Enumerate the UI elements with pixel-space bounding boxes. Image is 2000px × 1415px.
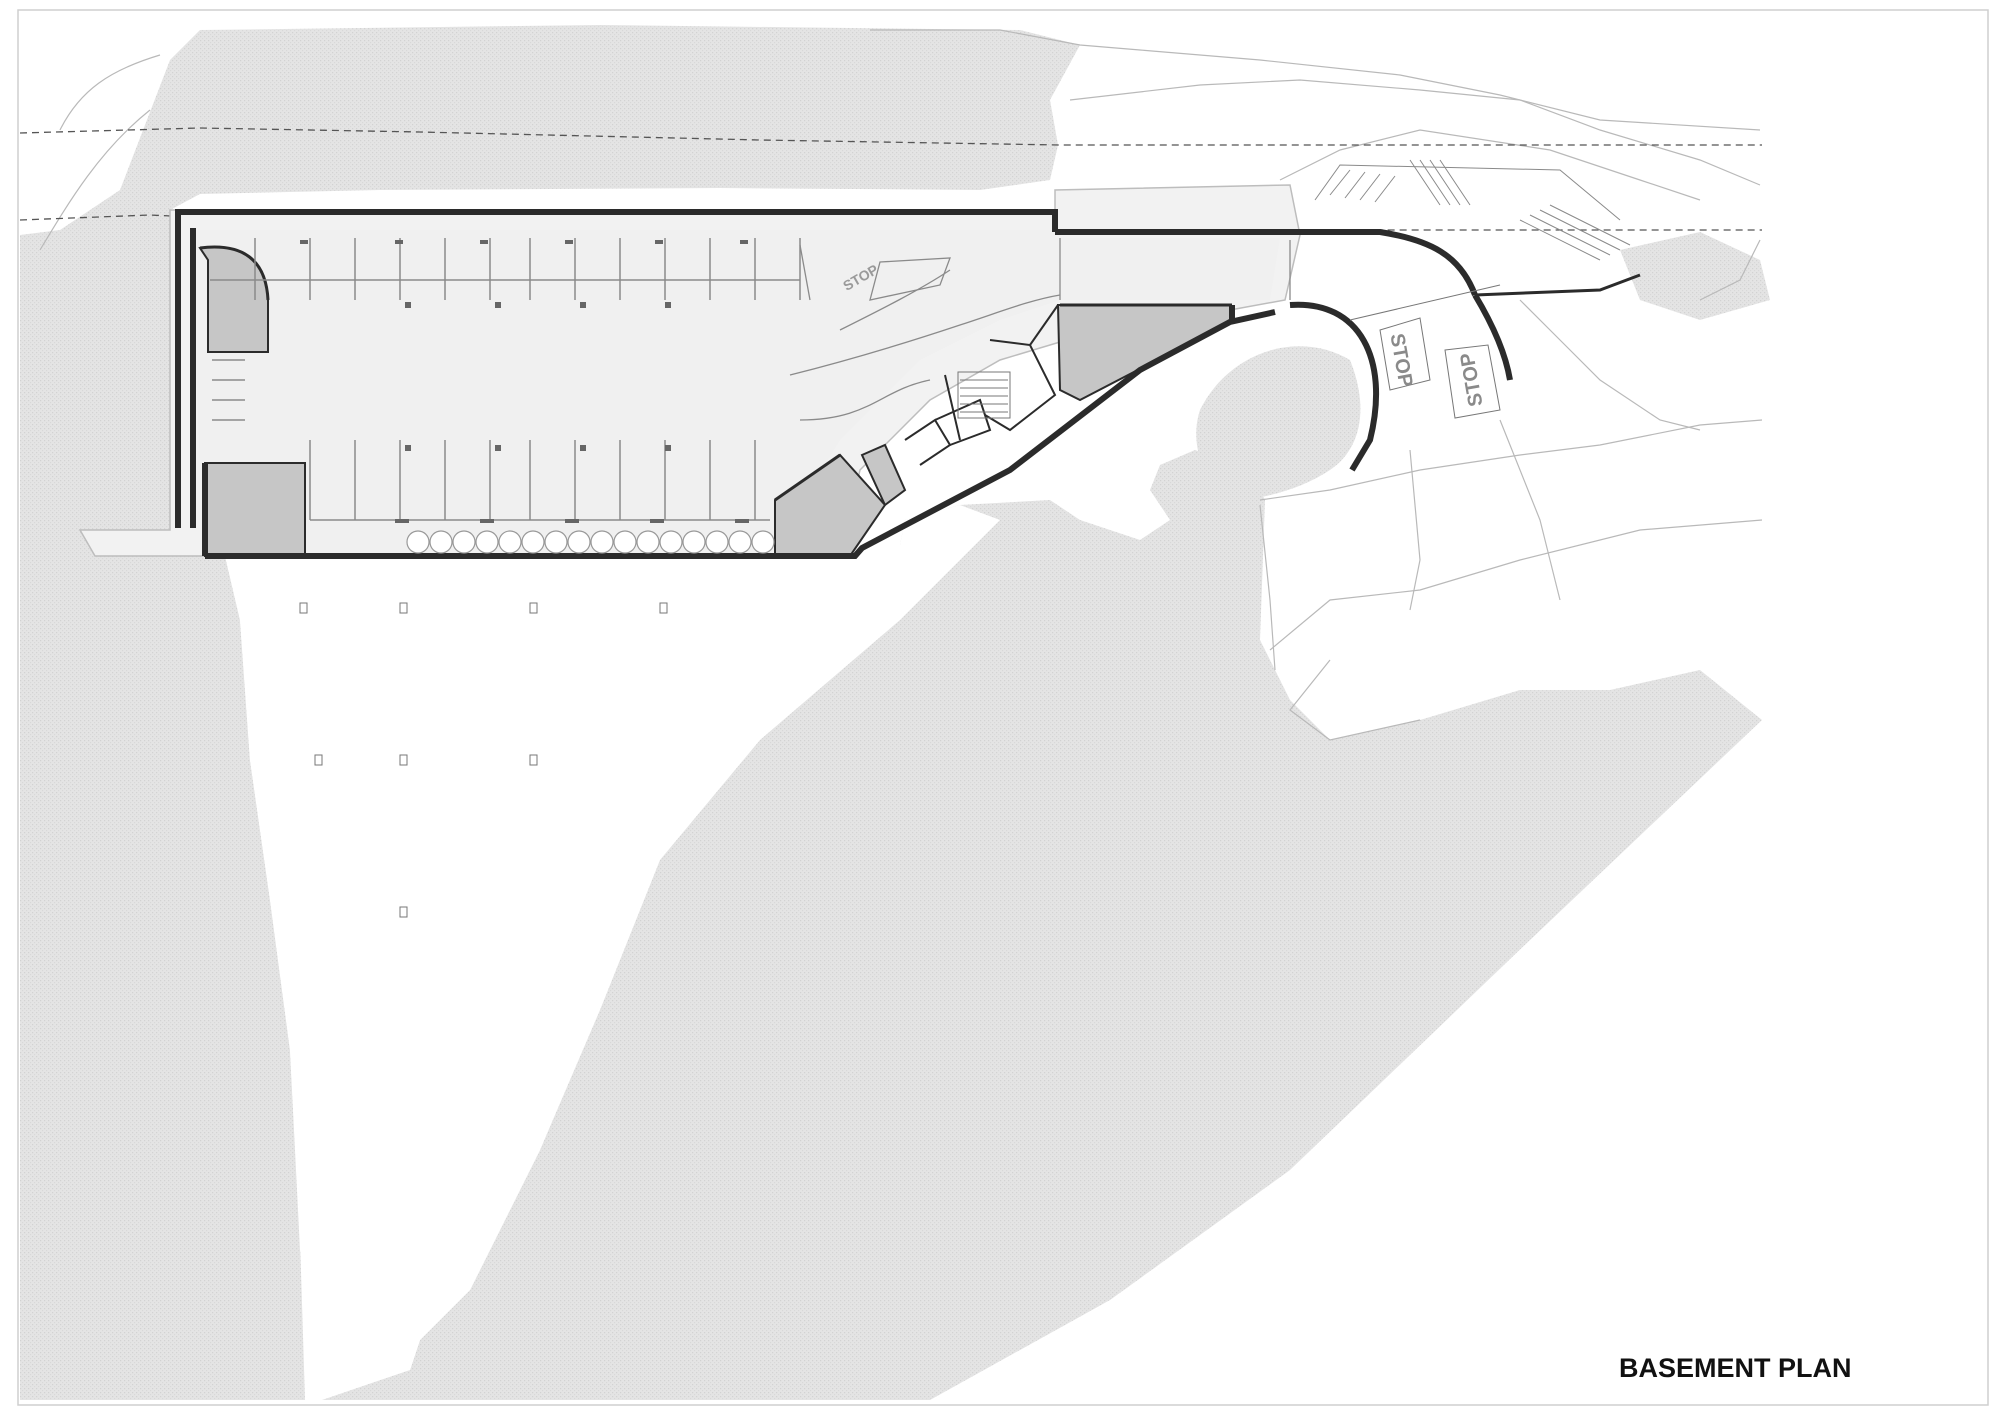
walls [175,209,1513,559]
building-floor [78,184,1301,557]
terrain-main [322,450,1762,1400]
room-ne [1056,304,1231,402]
bollard-row [406,530,775,554]
sheet-border [17,9,1989,1406]
ramp [789,238,1291,421]
north-wall [175,209,1058,528]
terrain [20,25,1770,1400]
parking-bays-south [212,359,770,521]
terrace-steps [1314,159,1631,261]
ramp-wall-outer [1289,301,1380,472]
terrain-top [170,25,1080,210]
open-ground [225,505,1000,1390]
ramp-wall-east [1472,293,1513,381]
columns [300,240,749,523]
ground-markers [299,602,668,918]
terrain-ne [1620,232,1770,320]
road-markings [1349,284,1501,419]
terrain-left [20,60,305,1400]
road-marking-stop-1: STOP [1386,332,1417,389]
contour-lines [39,29,1763,741]
parking-hall [190,230,1280,555]
ramp-wall-inner [1055,229,1478,297]
room-small-1 [860,443,907,507]
terrain-island [1196,346,1361,500]
walls-thin [199,245,1641,502]
drawing-title: BASEMENT PLAN [1619,1353,1852,1383]
room-plant [204,462,306,557]
parking-bays-north [210,238,801,300]
stair [957,371,1011,419]
road-marking-stop-2: STOP [1456,351,1487,408]
